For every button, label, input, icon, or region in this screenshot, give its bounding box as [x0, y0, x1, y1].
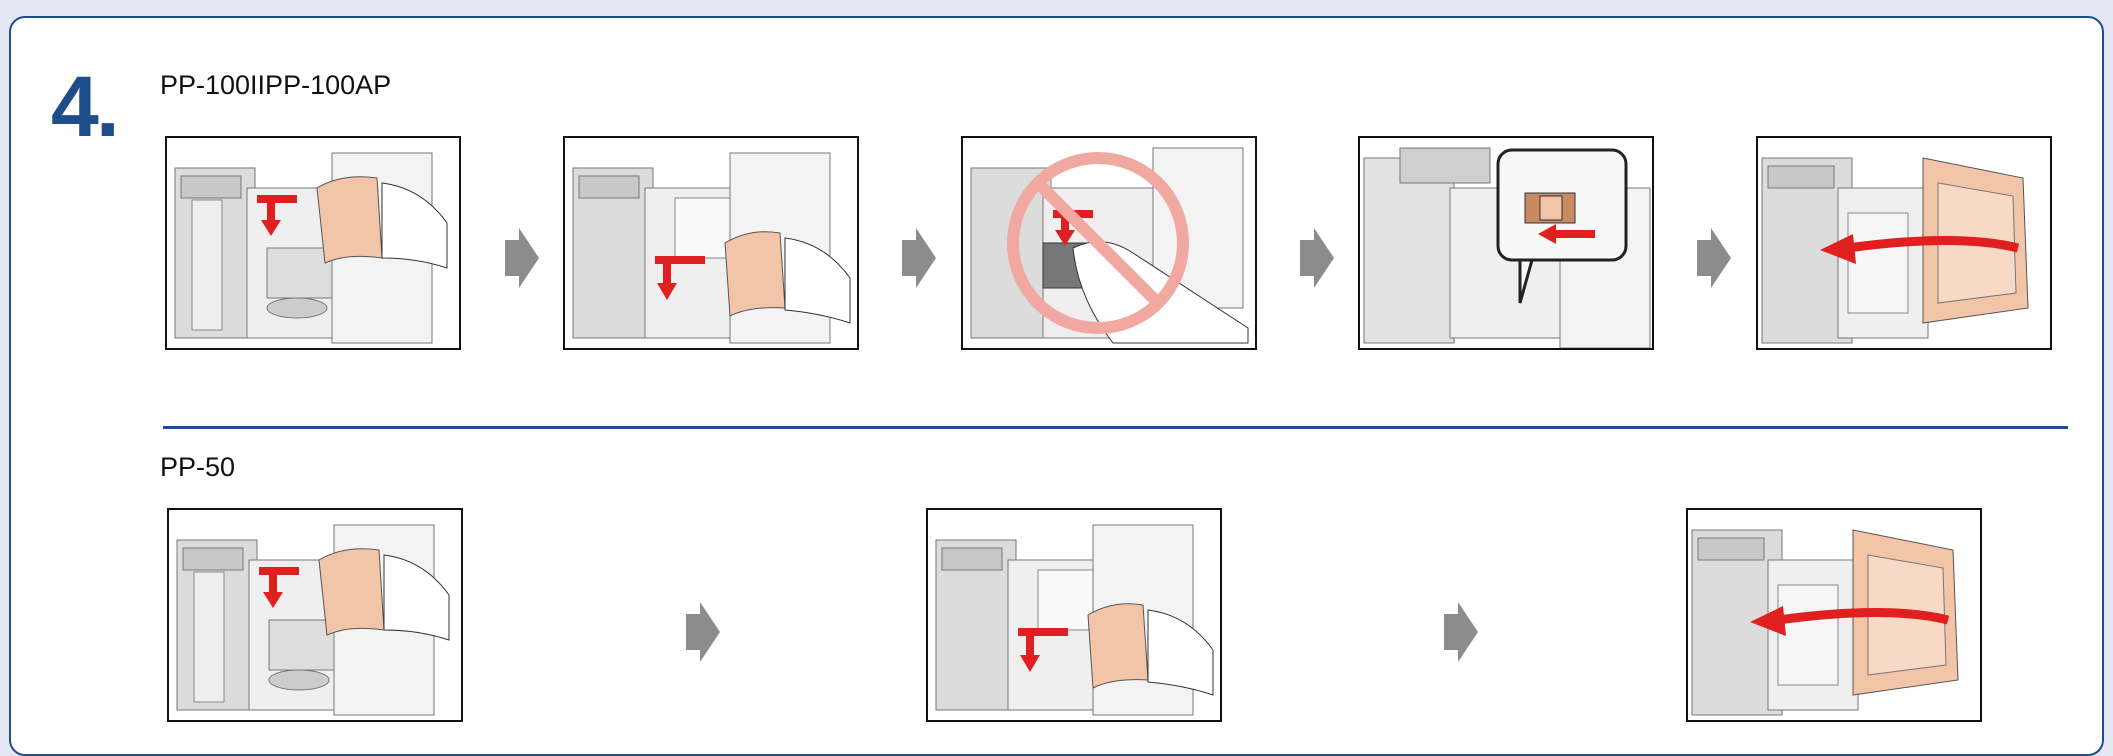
next-step-arrow [1300, 228, 1334, 288]
section-divider [163, 426, 2068, 429]
illustration-insert-tray [563, 136, 859, 350]
next-step-arrow [1444, 602, 1478, 662]
next-step-arrow [505, 228, 539, 288]
illustration-close-cover-pp50 [1686, 508, 1982, 722]
instruction-panel: 4. PP-100IIPP-100AP PP-50 [9, 16, 2104, 756]
model-label-pp50: PP-50 [160, 452, 235, 483]
illustration-remove-tray [165, 136, 461, 350]
next-step-arrow [902, 228, 936, 288]
illustration-prohibited-action [961, 136, 1257, 350]
illustration-remove-tray-pp50 [167, 508, 463, 722]
step-number: 4. [51, 64, 117, 150]
model-label-pp100: PP-100IIPP-100AP [160, 70, 391, 101]
next-step-arrow [1697, 228, 1731, 288]
illustration-lock-lever [1358, 136, 1654, 350]
illustration-close-cover [1756, 136, 2052, 350]
illustration-insert-tray-pp50 [926, 508, 1222, 722]
next-step-arrow [686, 602, 720, 662]
